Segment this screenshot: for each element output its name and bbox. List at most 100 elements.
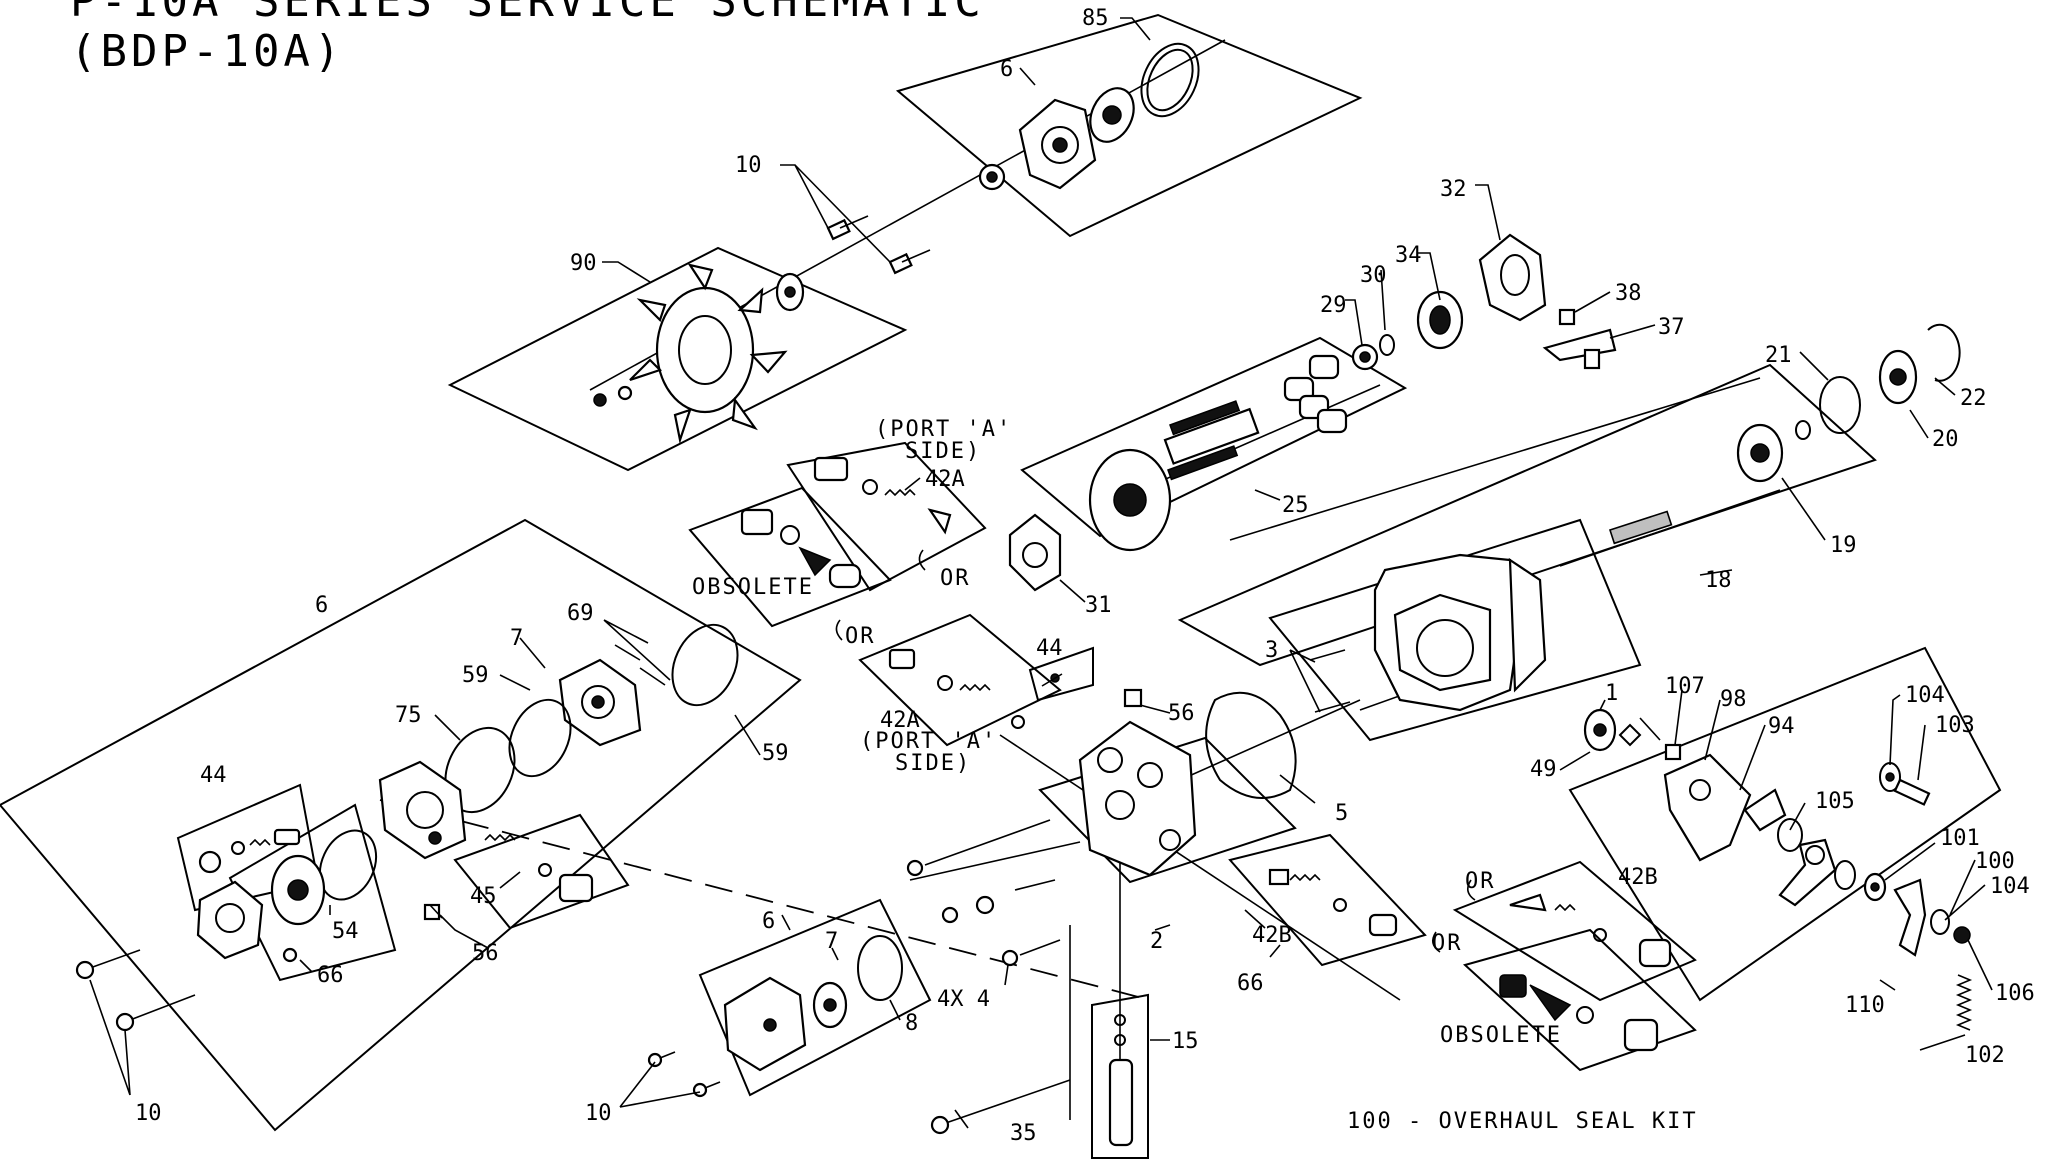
bolt-icon: [941, 879, 1056, 924]
callout-2: 2: [1150, 929, 1163, 954]
swashplate-icon: [1008, 513, 1062, 592]
valve-icon: [888, 648, 1025, 729]
port-a-note-top-line2: SIDE): [905, 439, 981, 464]
callout-90: 90: [570, 251, 597, 276]
snap-ring-icon: [1927, 323, 1961, 382]
bolt-icon: [888, 249, 931, 275]
frame-valve-42b-mid: [1228, 833, 1427, 967]
callout-30: 30: [1360, 263, 1387, 288]
callout-19: 19: [1830, 533, 1857, 558]
frame-cylinder-group: [1020, 336, 1408, 538]
callout-42a-mid: 42A: [880, 708, 920, 733]
frame-valve-42a-top: [786, 441, 987, 592]
frame-54: [228, 803, 397, 982]
lever-icon: [1778, 838, 1837, 907]
callout-104-bot: 104: [1990, 874, 2030, 899]
plug-icon: [282, 947, 298, 963]
callout-75: 75: [395, 703, 422, 728]
gasket-icon: [1205, 691, 1297, 799]
bolt-icon: [826, 215, 869, 241]
frame-valve-42a-mid: [858, 613, 1062, 747]
callout-labels: 85 6 10 90 32 34 30 29 38 37 21 22 20 19…: [135, 6, 2035, 1146]
plate-icon: [558, 658, 642, 747]
callout-49: 49: [1530, 757, 1557, 782]
port-a-note-mid-line2: SIDE): [895, 751, 971, 776]
o-ring-icon: [318, 829, 378, 901]
frame-left-housing-group: [0, 518, 802, 1132]
bolt-icon: [75, 949, 141, 980]
callout-59-top: 59: [462, 663, 489, 688]
callout-102: 102: [1965, 1043, 2005, 1068]
arm-icon: [1743, 788, 1787, 832]
frame-shaft-group: [1177, 363, 1877, 667]
callout-21: 21: [1765, 343, 1792, 368]
o-ring-icon: [1819, 376, 1861, 434]
o-ring-icon: [1140, 42, 1200, 118]
washer-icon: [1930, 909, 1950, 935]
washer-icon: [775, 272, 805, 312]
valve-icon: [1499, 974, 1659, 1052]
bearing-icon: [1089, 87, 1135, 143]
fan-icon: [629, 263, 788, 445]
parts: [75, 42, 1973, 1147]
callout-45: 45: [470, 884, 497, 909]
plug-icon: [423, 903, 441, 921]
seal-icon: [1416, 290, 1464, 350]
key-icon: [1558, 308, 1576, 326]
page-title: P-10A SERIES SERVICE SCHEMATIC: [70, 0, 985, 27]
callout-32: 32: [1440, 177, 1467, 202]
o-ring-icon: [1834, 860, 1856, 890]
frame-seal-plate-group: [895, 13, 1363, 238]
callout-8: 8: [905, 1011, 918, 1036]
or-note-2: OR: [845, 624, 876, 649]
frame-housing-group: [1268, 518, 1642, 742]
obsolete-note-left: OBSOLETE: [692, 575, 814, 600]
bolt-icon: [115, 994, 196, 1032]
frame-valve-obsolete-2: [1462, 928, 1697, 1072]
bolt-icon: [906, 819, 1051, 877]
callout-20: 20: [1932, 427, 1959, 452]
callout-7-bot: 7: [825, 929, 838, 954]
page-subtitle: (BDP-10A): [70, 26, 345, 77]
pin-icon: [1041, 673, 1063, 687]
shaft-icon: [930, 1079, 1071, 1135]
callout-35: 35: [1010, 1121, 1037, 1146]
callout-69: 69: [567, 601, 594, 626]
cover-icon: [723, 976, 807, 1072]
lever-icon: [1893, 878, 1927, 957]
callout-37: 37: [1658, 315, 1685, 340]
notes: (PORT 'A' SIDE) (PORT 'A' SIDE) OBSOLETE…: [692, 417, 1698, 1134]
callout-44-mid: 44: [1036, 636, 1063, 661]
callout-66-left: 66: [317, 963, 344, 988]
overhaul-seal-kit-note: 100 - OVERHAUL SEAL KIT: [1347, 1109, 1698, 1134]
callout-110: 110: [1845, 993, 1885, 1018]
group-frames: [0, 13, 2002, 1159]
cylinder-block-icon: [1088, 400, 1260, 552]
callout-4: 4X 4: [937, 987, 990, 1012]
callout-98: 98: [1720, 687, 1747, 712]
lever-icon: [1542, 328, 1617, 370]
callout-106: 106: [1995, 981, 2035, 1006]
callout-6-top: 6: [1000, 57, 1013, 82]
callout-85: 85: [1082, 6, 1109, 31]
bolt-icon: [647, 1051, 676, 1068]
bracket-icon: [1663, 753, 1752, 862]
nut-icon: [1664, 743, 1682, 761]
dowel-icon: [1309, 649, 1351, 713]
bushing-icon: [1863, 872, 1887, 902]
callout-56-bot: 56: [472, 941, 499, 966]
spring-icon: [1955, 974, 1973, 1031]
callout-6-left: 6: [315, 593, 328, 618]
o-ring-icon: [1795, 420, 1811, 440]
callout-38: 38: [1615, 281, 1642, 306]
callout-105: 105: [1815, 789, 1855, 814]
callout-54: 54: [332, 919, 359, 944]
callout-18: 18: [1705, 568, 1732, 593]
or-note-4: OR: [1432, 931, 1463, 956]
valve-icon: [198, 828, 301, 874]
callout-31: 31: [1085, 593, 1112, 618]
plate-icon: [1018, 98, 1097, 190]
callout-104-top: 104: [1905, 683, 1945, 708]
valve-icon: [1509, 893, 1672, 968]
